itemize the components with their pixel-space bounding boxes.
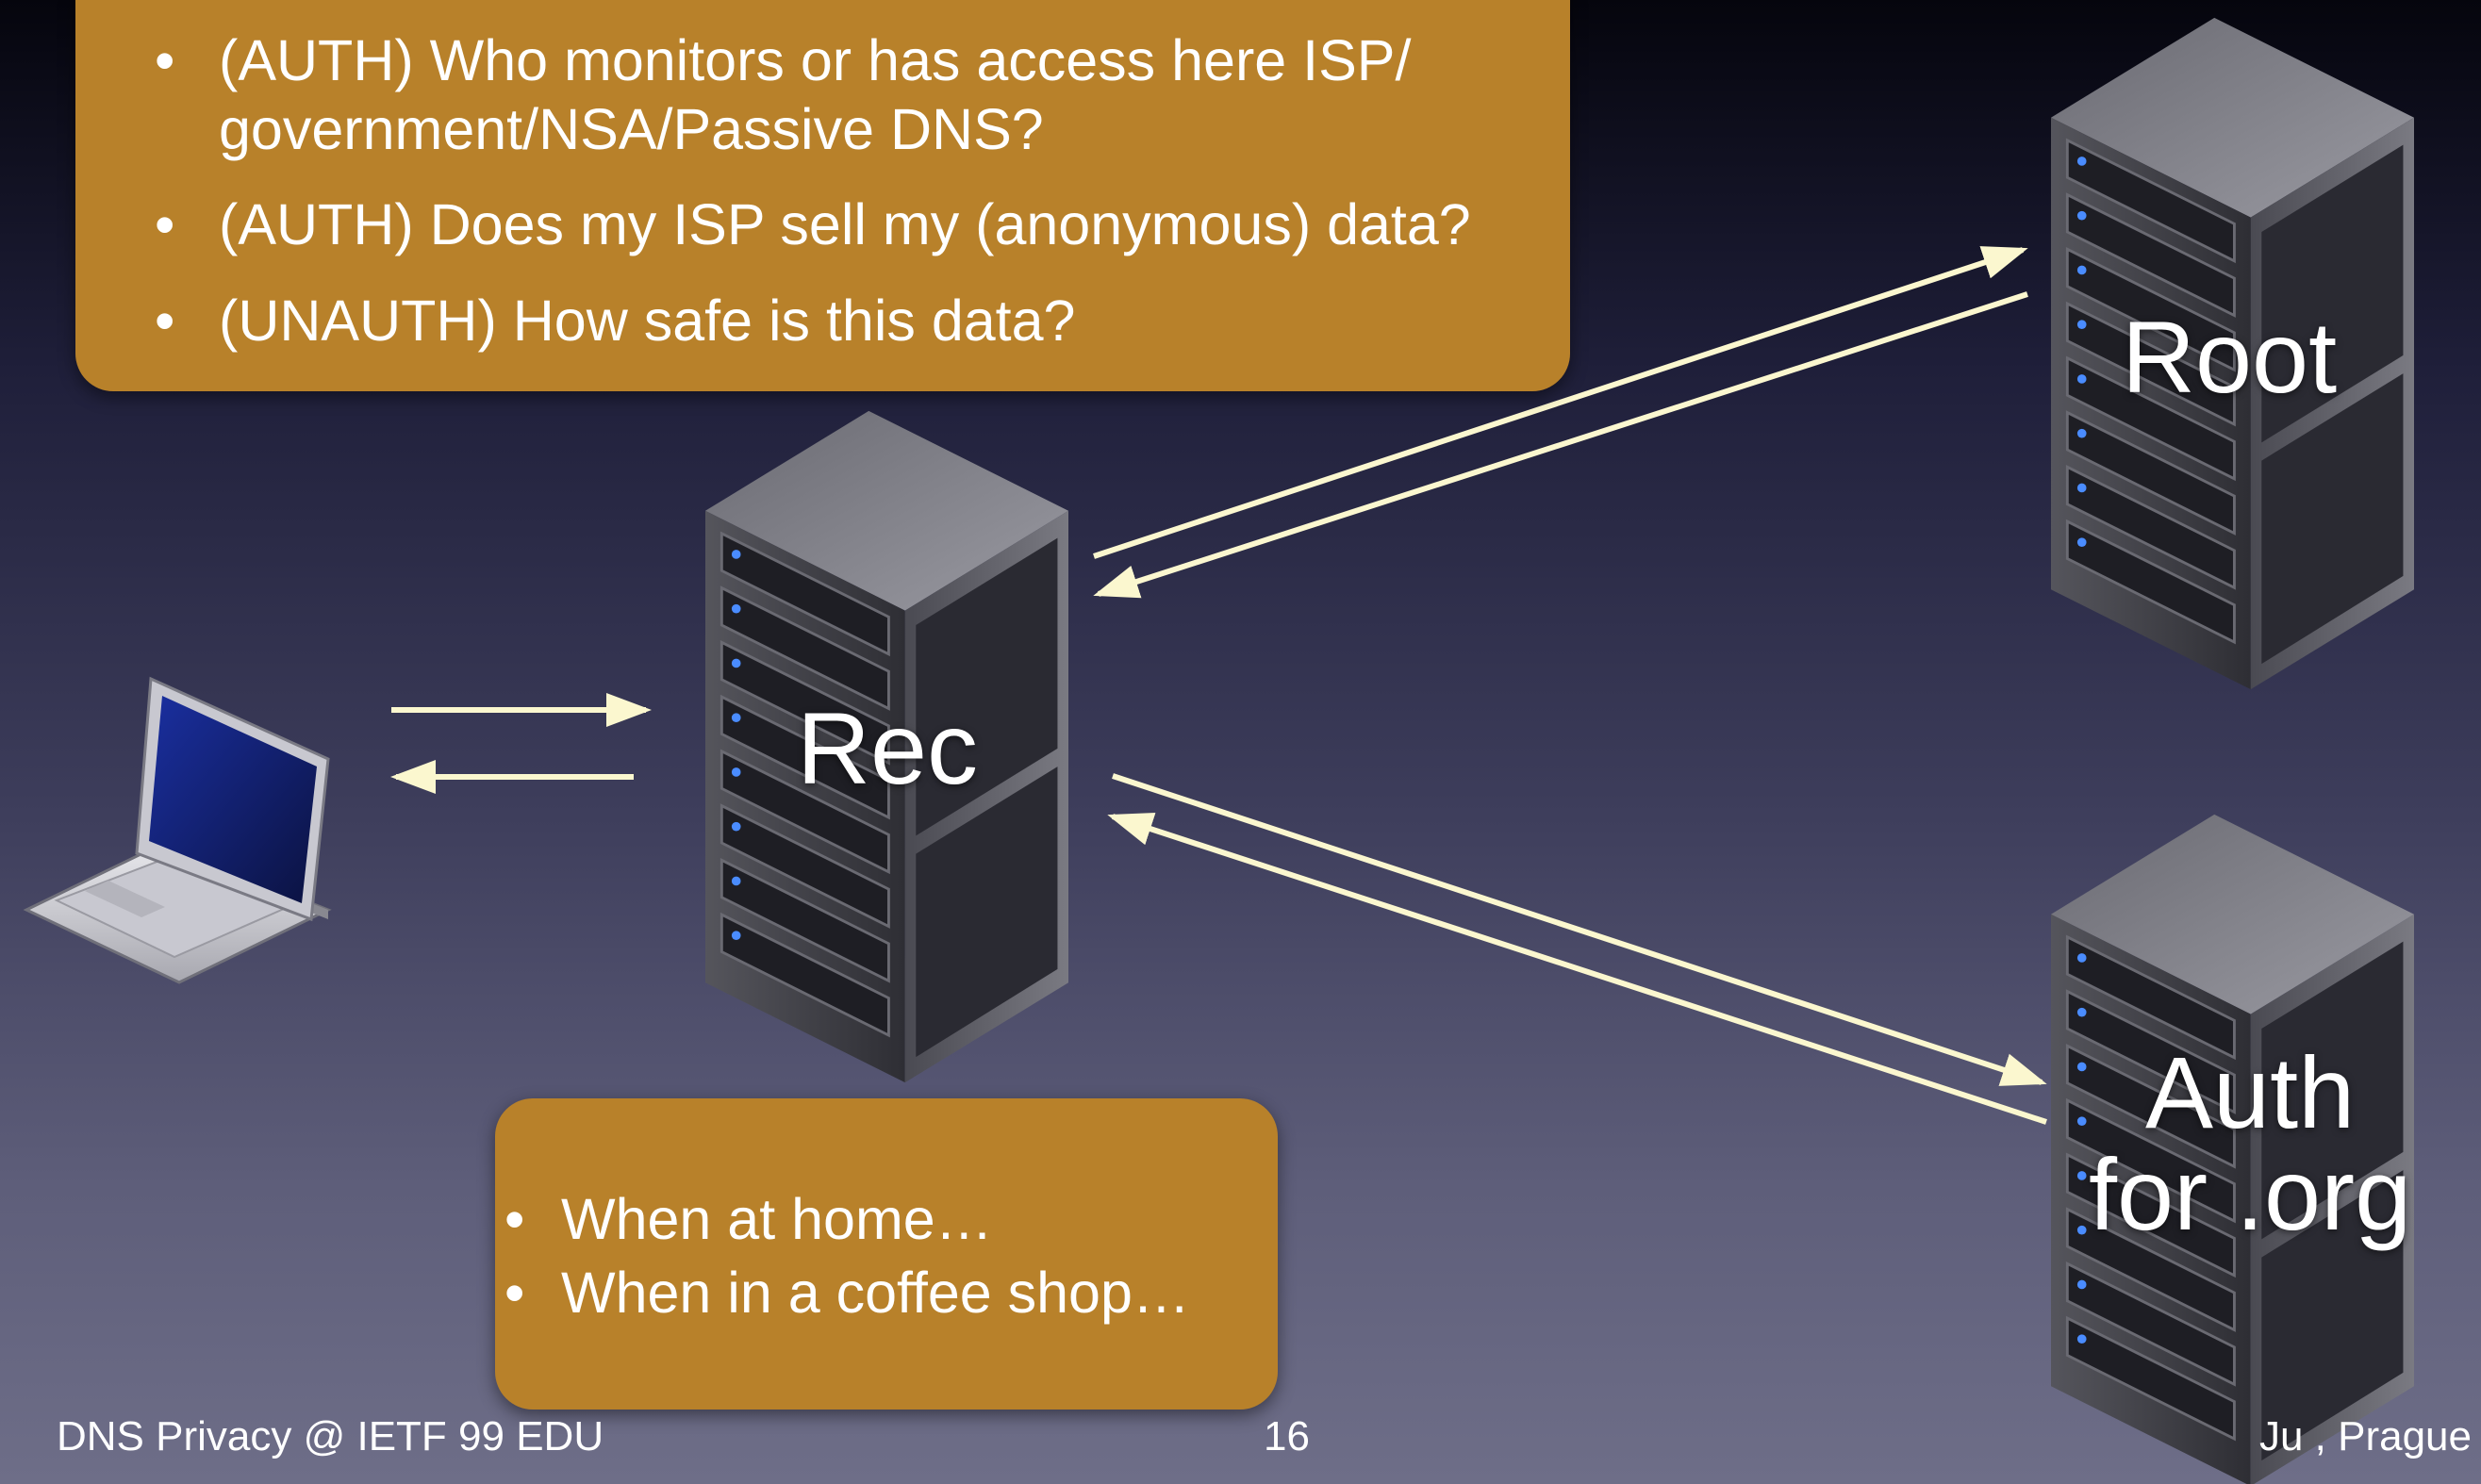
root-label: Root	[2122, 300, 2338, 414]
laptop-icon	[23, 676, 332, 984]
footer-location: Ju , Prague	[2258, 1413, 2472, 1459]
auth-label: Auth for .org	[2089, 1042, 2411, 1245]
rec-label: Rec	[797, 691, 979, 805]
bullet-item: (AUTH) Does my ISP sell my (anonymous) d…	[141, 190, 1518, 259]
arrow-rec-to-auth	[1112, 773, 2047, 1086]
arrow-auth-to-rec	[1107, 812, 2047, 1125]
footer-title: DNS Privacy @ IETF 99 EDU	[57, 1413, 604, 1459]
bullet-item: (UNAUTH) How safe is this data?	[141, 287, 1518, 355]
privacy-questions-list: (AUTH) Who monitors or has access here I…	[141, 26, 1518, 382]
bullet-item: When in a coffee shop…	[495, 1259, 1190, 1327]
privacy-questions-callout: (AUTH) Who monitors or has access here I…	[75, 0, 1570, 391]
arrow-rec-to-root	[1093, 246, 2028, 559]
location-list: When at home… When in a coffee shop…	[495, 1185, 1190, 1332]
page-number: 16	[1264, 1413, 1310, 1459]
bullet-item: When at home…	[495, 1185, 1190, 1254]
location-callout: When at home… When in a coffee shop…	[495, 1098, 1278, 1410]
arrow-root-to-rec	[1093, 291, 2028, 599]
bullet-item: (AUTH) Who monitors or has access here I…	[141, 26, 1518, 164]
auth-label-line1: Auth	[2144, 1035, 2356, 1149]
auth-label-line2: for .org	[2089, 1137, 2412, 1251]
